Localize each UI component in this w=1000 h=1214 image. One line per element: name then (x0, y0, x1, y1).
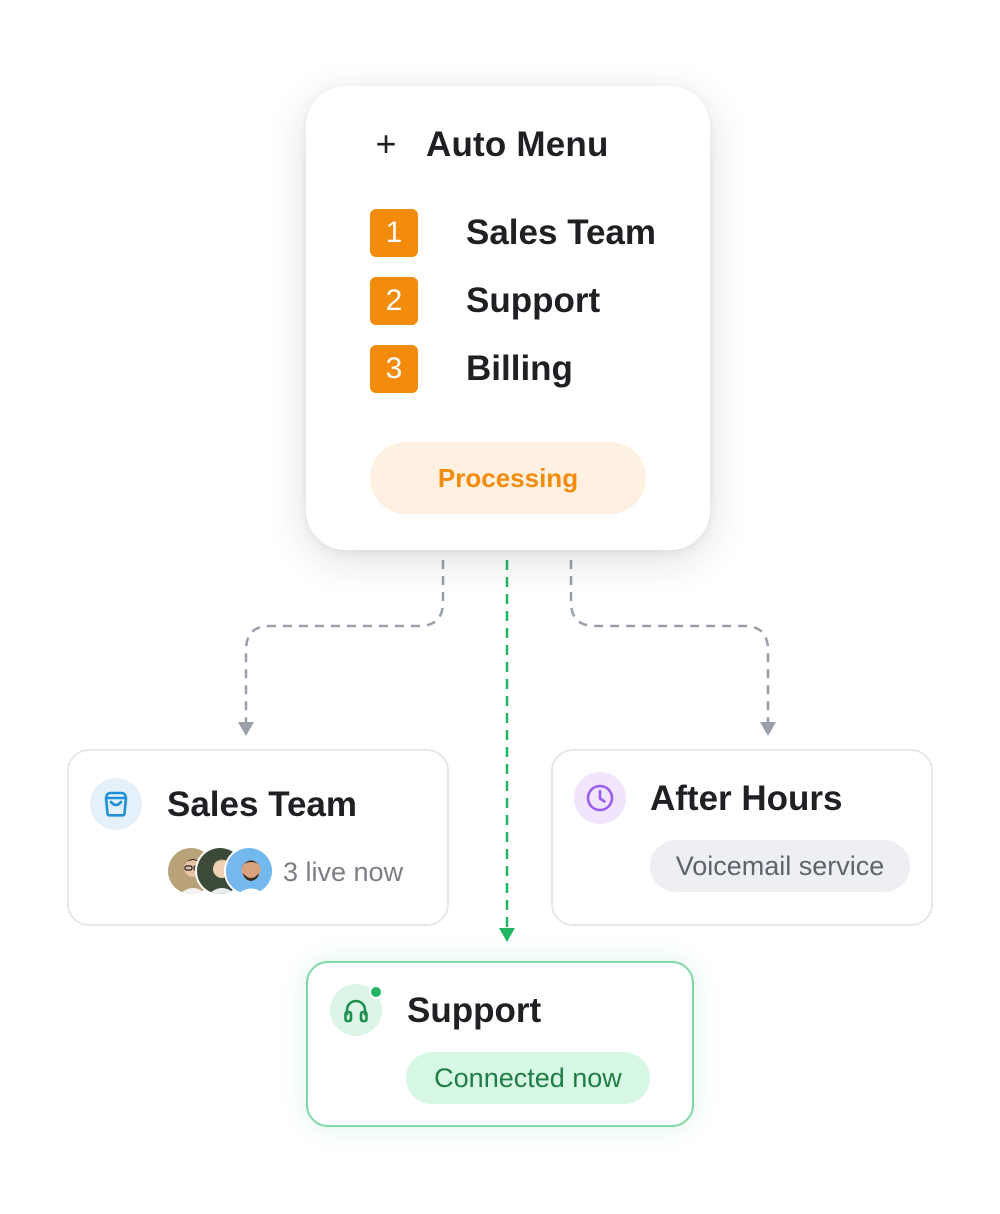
plus-icon[interactable]: + (375, 123, 397, 164)
connector-to-after-hours (569, 560, 770, 722)
option-label-billing[interactable]: Billing (466, 349, 573, 388)
processing-status-pill: Processing (370, 442, 646, 514)
support-title: Support (407, 991, 542, 1030)
option-number-badge: 2 (370, 277, 418, 325)
option-label-support[interactable]: Support (466, 281, 601, 320)
arrowhead-after-hours (760, 722, 776, 736)
option-number-badge: 3 (370, 345, 418, 393)
avatar (224, 846, 274, 896)
auto-menu-title: Auto Menu (426, 125, 609, 164)
shopping-bag-icon (90, 778, 142, 830)
connected-now-pill: Connected now (406, 1052, 650, 1104)
arrowhead-sales (238, 722, 254, 736)
connector-to-sales (244, 560, 445, 722)
option-label-sales-team[interactable]: Sales Team (466, 213, 657, 252)
option-number-badge: 1 (370, 209, 418, 257)
live-agents-count: 3 live now (283, 857, 404, 887)
arrowhead-support (499, 928, 515, 942)
sales-team-title: Sales Team (167, 785, 358, 824)
voicemail-service-pill: Voicemail service (650, 840, 910, 892)
after-hours-title: After Hours (650, 779, 843, 818)
sales-team-card[interactable] (67, 749, 449, 926)
online-status-dot (369, 985, 383, 999)
clock-icon (574, 772, 626, 824)
